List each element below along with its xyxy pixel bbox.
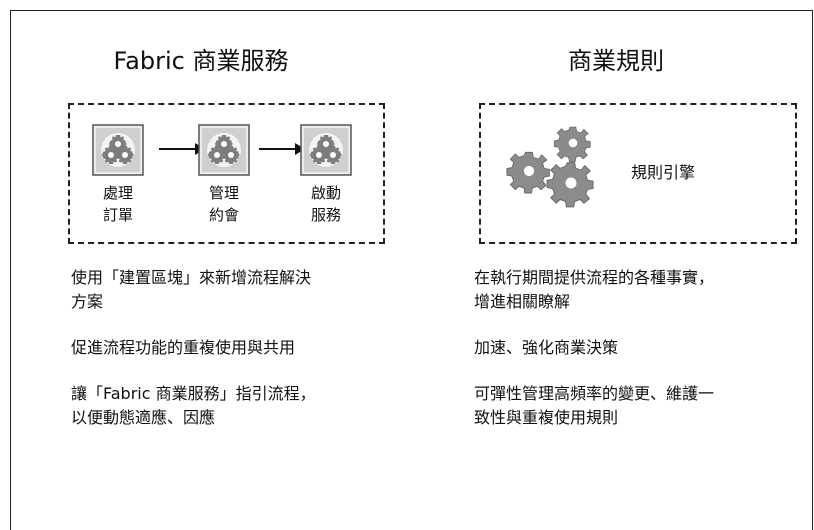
- rules-engine-box: [479, 103, 797, 244]
- process-flow-box: [68, 103, 385, 244]
- bullet-text: 加速、強化商業決策: [474, 338, 619, 357]
- step-manage-appointments: 管理 約會: [179, 124, 269, 226]
- bullet-text: 讓「Fabric 商業服務」指引流程， 以便動態適應、因應: [71, 384, 316, 427]
- business-rules-bullets: 在執行期間提供流程的各種事實， 增進相關瞭解 加速、強化商業決策 可彈性管理高頻…: [474, 266, 809, 452]
- step-process-order: 處理 訂單: [73, 124, 163, 226]
- step-start-service: 啟動 服務: [281, 124, 371, 226]
- step-label: 管理 約會: [208, 184, 239, 224]
- rules-engine-label: 規則引擎: [631, 163, 696, 182]
- diagram-frame: Fabric 商業服務 處理 訂單: [10, 10, 813, 530]
- gears-tile-icon: [92, 124, 144, 176]
- step-label: 啟動 服務: [310, 184, 341, 224]
- bullet-text: 可彈性管理高頻率的變更、維護一 致性與重複使用規則: [474, 384, 715, 427]
- arrow-icon: [259, 143, 305, 155]
- business-rules-title: 商業規則: [568, 47, 664, 75]
- step-label: 處理 訂單: [102, 184, 133, 224]
- bullet-text: 在執行期間提供流程的各種事實， 增進相關瞭解: [474, 268, 715, 311]
- bullet-text: 促進流程功能的重複使用與共用: [71, 338, 296, 357]
- gears-tile-icon: [198, 124, 250, 176]
- bullet-text: 使用「建置區塊」來新增流程解決 方案: [71, 268, 312, 311]
- business-services-bullets: 使用「建置區塊」來新增流程解決 方案 促進流程功能的重複使用與共用 讓「Fabr…: [71, 266, 401, 452]
- gears-icon: [506, 126, 594, 208]
- business-services-title: Fabric 商業服務: [113, 47, 289, 75]
- gears-tile-icon: [300, 124, 352, 176]
